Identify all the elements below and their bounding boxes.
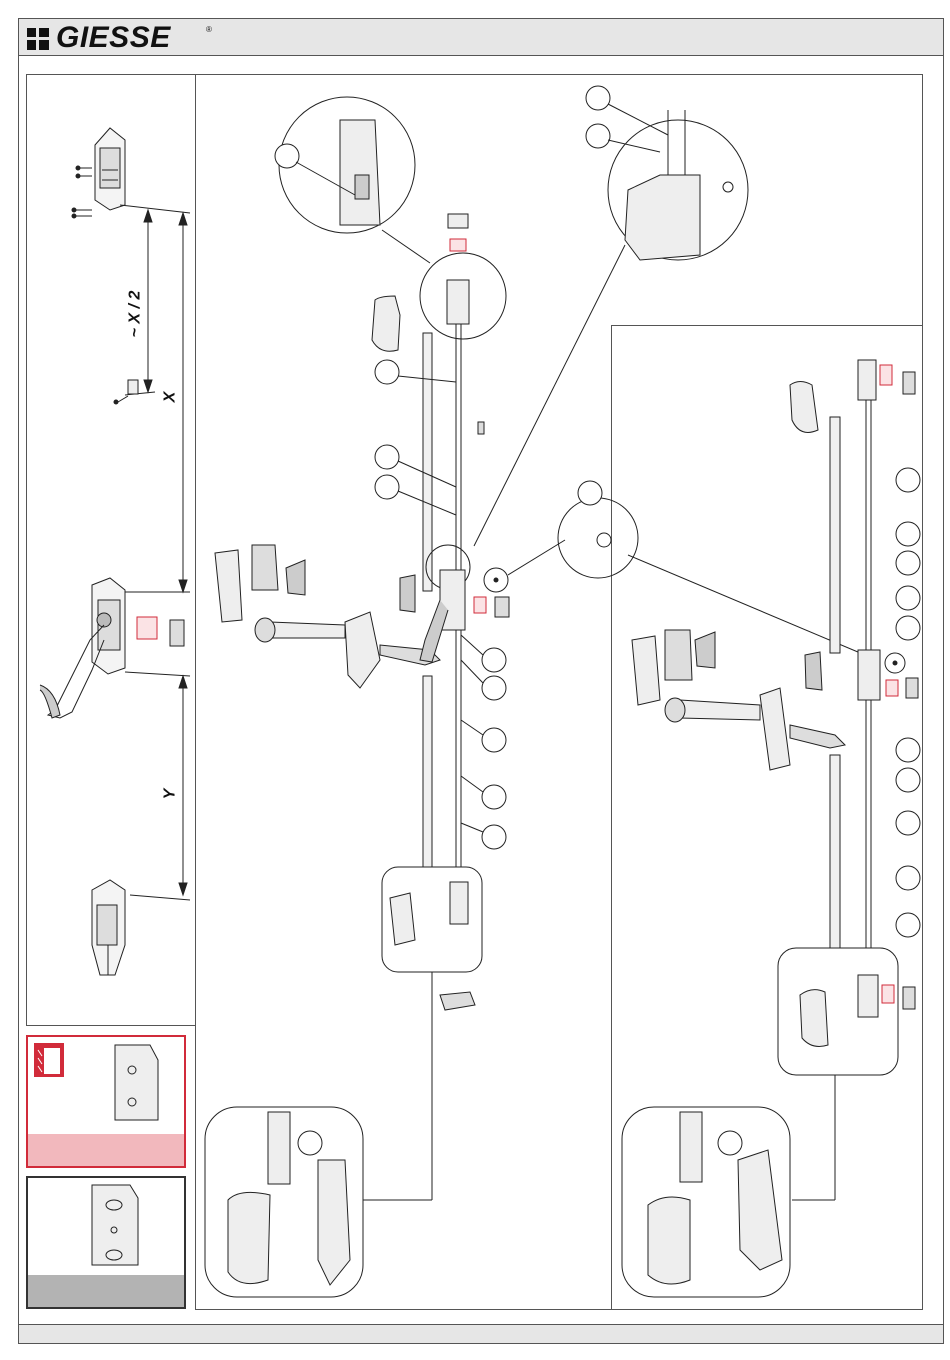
callout-4: [375, 360, 399, 384]
callout-18: [896, 586, 920, 610]
callout-2: [586, 86, 610, 110]
fire-keeper-plate: [115, 1045, 158, 1120]
top-lock-housing: [72, 128, 125, 218]
spindle-zoom-circle: [558, 498, 638, 578]
callout-22: [896, 768, 920, 792]
callout-19: [896, 616, 920, 640]
half-x-dimension-label: ~ X / 2: [126, 291, 144, 338]
callout-10: [482, 676, 506, 700]
lock-cover: [215, 550, 242, 622]
callout-24: [896, 866, 920, 890]
red-keeper-plate: [137, 617, 157, 639]
callout-6: [375, 475, 399, 499]
callout-21: [896, 738, 920, 762]
top-end-cap: [372, 296, 400, 351]
callout-14: [298, 1131, 322, 1155]
central-lock-housing: [40, 578, 125, 718]
callout-15: [896, 468, 920, 492]
top-cover-profile: [423, 333, 432, 591]
callout-9: [482, 648, 506, 672]
callout-16: [896, 522, 920, 546]
callout-23: [896, 811, 920, 835]
callout-1: [275, 144, 299, 168]
callout-3: [586, 124, 610, 148]
push-bar: [270, 622, 345, 638]
callout-13: [482, 825, 506, 849]
fire-door-icon: [34, 1043, 64, 1077]
callout-11: [482, 728, 506, 752]
x-dimension-label: X: [161, 392, 179, 403]
standard-keeper-plate: [92, 1185, 138, 1265]
callout-25: [896, 913, 920, 937]
bottom-cover-profile: [423, 676, 432, 898]
sub-bottom-lock-box: [778, 948, 898, 1075]
bottom-lock-housing: [92, 880, 125, 975]
callout-17: [896, 551, 920, 575]
push-bar-end-cap: [345, 612, 380, 688]
callout-26: [718, 1131, 742, 1155]
callout-12: [482, 785, 506, 809]
y-dimension-label: Y: [161, 789, 179, 800]
callout-5: [375, 445, 399, 469]
keeper-block: [170, 620, 184, 646]
callout-8: [578, 481, 602, 505]
